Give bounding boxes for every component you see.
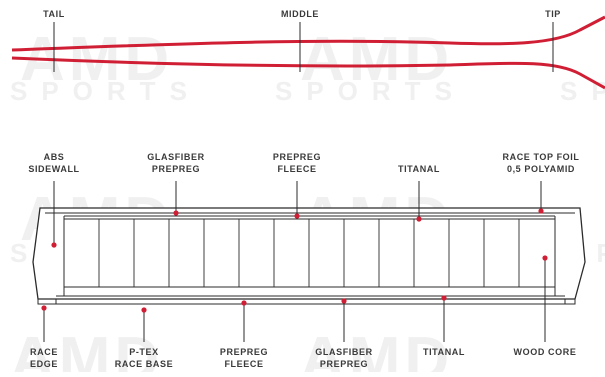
label-prepreg-fleece-bottom-2: FLEECE	[224, 359, 263, 369]
watermark-brand: AMD	[10, 325, 163, 372]
bottom-labels: RACE EDGE P-TEX RACE BASE PREPREG FLEECE…	[30, 347, 576, 369]
label-ptex-race-base-1: P-TEX	[129, 347, 159, 357]
label-glasfiber-prepreg-top-2: PREPREG	[152, 164, 200, 174]
wood-core-strips	[98, 219, 520, 287]
top-callout-dots	[51, 208, 544, 248]
watermark-sub: SPORTS	[560, 76, 605, 106]
label-race-top-foil-1: RACE TOP FOIL	[503, 152, 580, 162]
tail-label: TAIL	[43, 9, 65, 19]
watermark-brand: AMD	[300, 25, 453, 94]
label-glasfiber-prepreg-bottom-2: PREPREG	[320, 359, 368, 369]
top-labels: ABS SIDEWALL GLASFIBER PREPREG PREPREG F…	[28, 152, 579, 174]
race-edge-left	[37, 299, 57, 305]
tip-label: TIP	[545, 9, 561, 19]
ski-profile: TAIL MIDDLE TIP	[11, 9, 605, 90]
base-layer	[55, 298, 566, 305]
ski-cross-section	[32, 207, 586, 305]
label-titanal-top: TITANAL	[398, 164, 440, 174]
label-ptex-race-base-2: RACE BASE	[115, 359, 173, 369]
bottom-callouts	[43, 258, 546, 342]
label-abs-sidewall-2: SIDEWALL	[28, 164, 79, 174]
watermark-layer: AMD AMD SPORTS SPORTS SPORTS AMD AMD SPO…	[10, 25, 605, 377]
label-prepreg-fleece-top-2: FLEECE	[277, 164, 316, 174]
label-race-edge-2: EDGE	[30, 359, 58, 369]
bottom-callout-dots	[41, 255, 548, 313]
label-glasfiber-prepreg-top-1: GLASFIBER	[147, 152, 204, 162]
ski-profile-top-line	[11, 15, 605, 52]
label-abs-sidewall-1: ABS	[44, 152, 65, 162]
label-prepreg-fleece-bottom-1: PREPREG	[220, 347, 268, 357]
label-wood-core: WOOD CORE	[514, 347, 577, 357]
ski-profile-bottom-line	[11, 56, 605, 90]
label-race-edge-1: RACE	[30, 347, 58, 357]
label-prepreg-fleece-top-1: PREPREG	[273, 152, 321, 162]
race-edge-right	[564, 299, 576, 305]
label-glasfiber-prepreg-bottom-1: GLASFIBER	[315, 347, 372, 357]
watermark-sub: SPORTS	[275, 76, 466, 106]
middle-label: MIDDLE	[281, 9, 319, 19]
watermark-sub: SPORTS	[10, 76, 201, 106]
top-callouts	[53, 181, 542, 245]
label-titanal-bottom: TITANAL	[423, 347, 465, 357]
label-race-top-foil-2: 0,5 POLYAMID	[507, 164, 575, 174]
watermark-brand: AMD	[300, 325, 453, 372]
